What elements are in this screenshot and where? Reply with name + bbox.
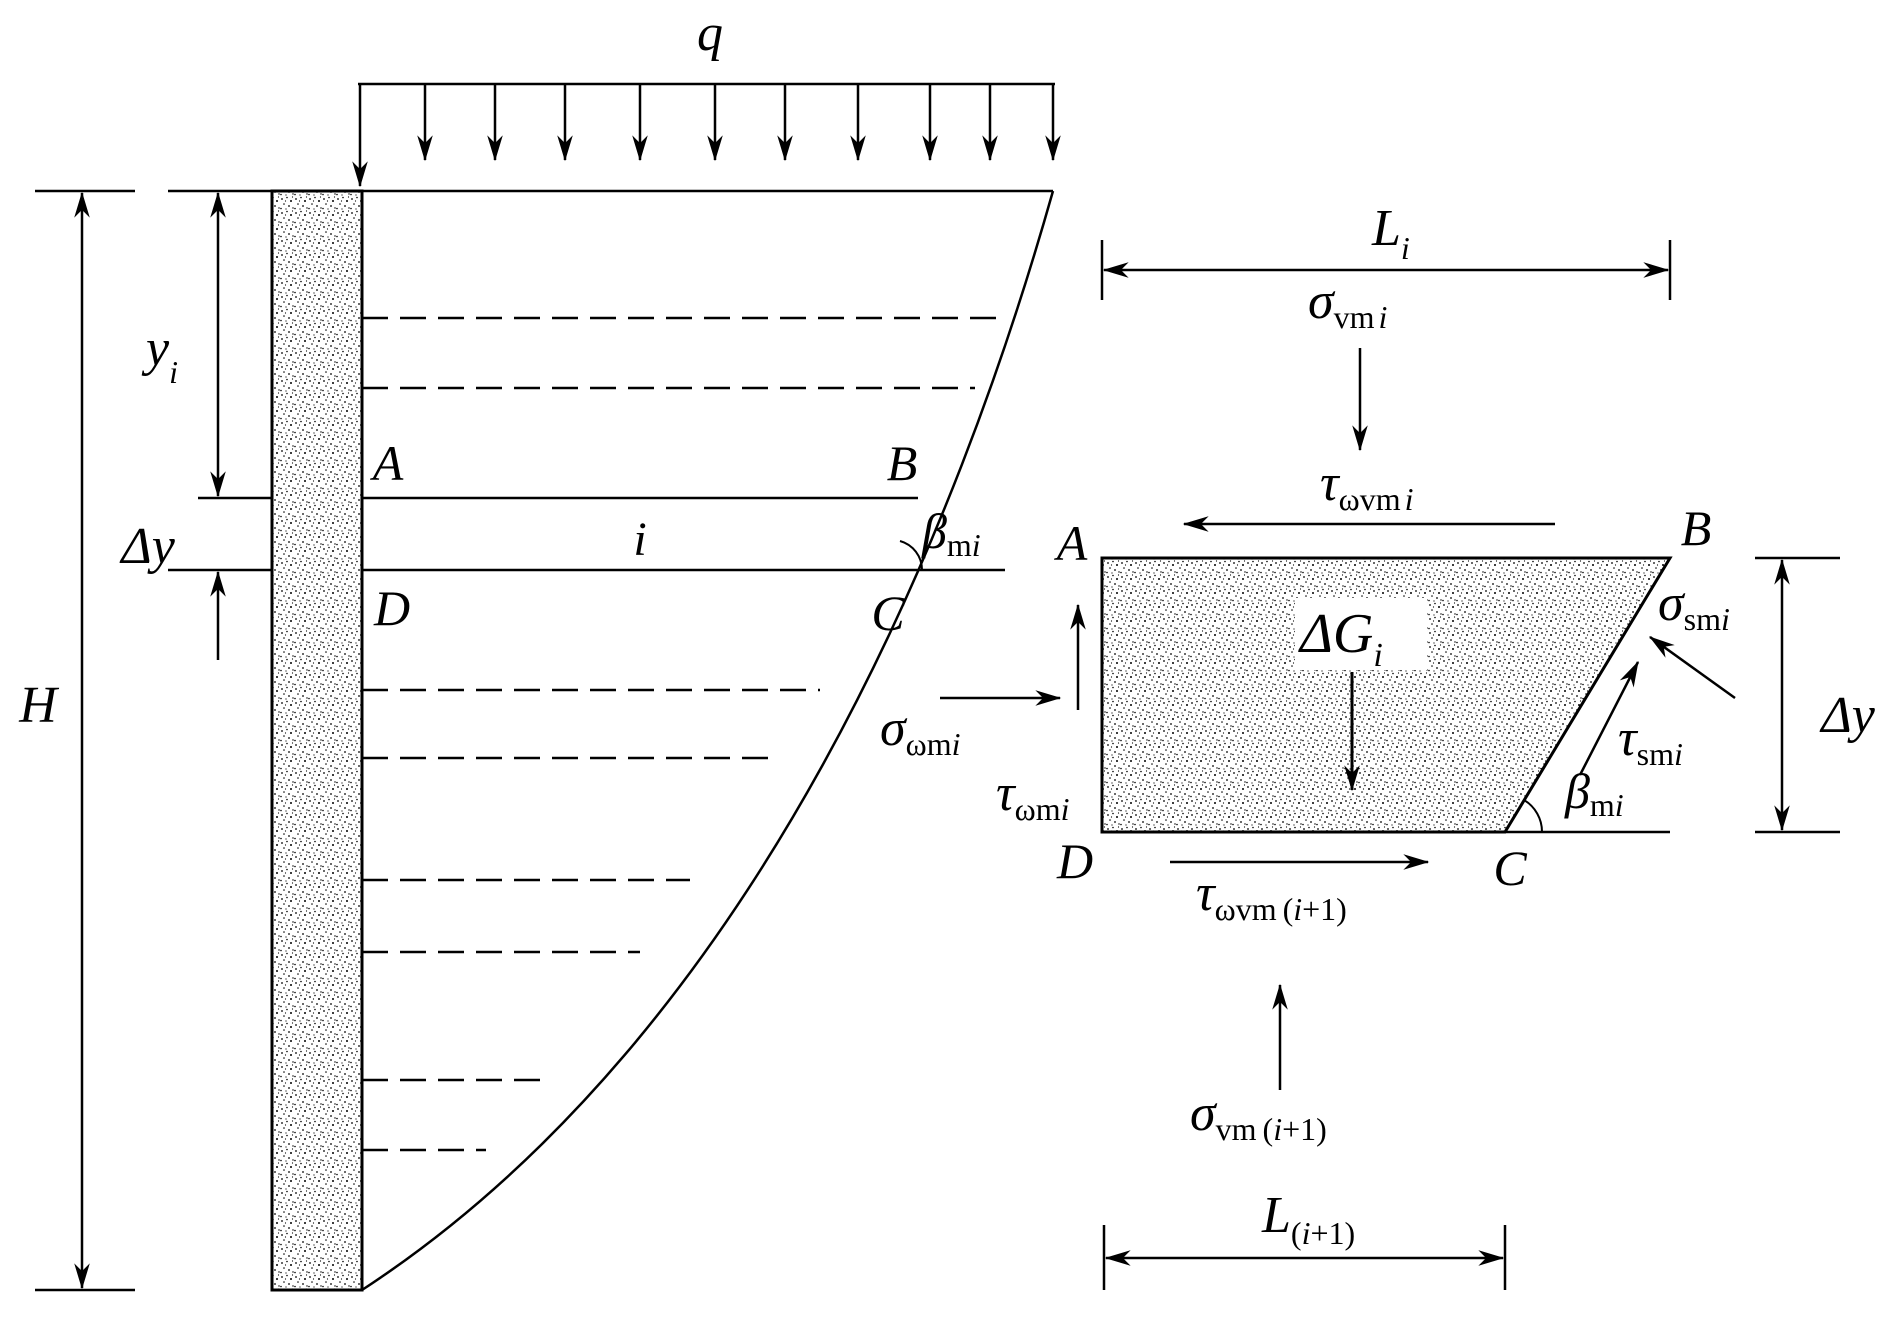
angle-arc-left [899,540,924,571]
corner-c-right: C [1493,840,1527,896]
sigma-wall-label: σωmi [880,700,961,762]
angle-arc-right [1523,799,1544,833]
tau-slip-label: τsmi [1618,710,1683,772]
corner-b-left: B [887,435,918,491]
corner-a-left: A [370,435,404,491]
bottom-width-dimension [1102,1225,1507,1290]
corner-d-right: D [1056,833,1093,889]
uniform-load [352,82,1061,188]
height-label: H [18,677,59,734]
sigma-slip-arrow [1648,635,1736,700]
left-figure: q H yi [18,5,1061,1292]
tau-wall-label: τωmi [996,765,1069,827]
height-dimension [35,189,135,1292]
weight-label-box [1295,598,1427,670]
tau-bottom-label: τωvm(i+1) [1196,865,1347,927]
thickness-dimension [168,568,272,660]
angle-label-right: βmi [1564,763,1624,823]
bottom-width-label: L(i+1) [1261,1187,1355,1251]
top-width-dimension [1100,240,1672,300]
weight-label: ΔGi [1298,603,1383,674]
depth-label: yi [141,320,178,390]
slip-surface-curve [361,190,1055,1292]
top-width-label: Li [1371,200,1410,266]
slice-label: i [633,513,646,566]
sigma-slip-label: σsmi [1658,575,1730,637]
sigma-v-bottom-label: σvm(i+1) [1190,1085,1327,1147]
corner-c-left: C [871,585,905,641]
angle-label-left: βmi [921,503,981,563]
corner-b-right: B [1681,500,1712,556]
load-label: q [697,5,723,62]
slice-dashed-lines [362,316,1000,1152]
tau-slip-arrow [1578,660,1640,776]
thickness-dimension-right [1755,556,1840,834]
corner-a-right: A [1054,515,1088,571]
retaining-wall [270,189,364,1292]
depth-dimension [198,191,272,500]
corner-d-left: D [373,580,410,636]
thickness-label: Δy [119,518,176,575]
thickness-label-right: Δy [1819,687,1876,744]
